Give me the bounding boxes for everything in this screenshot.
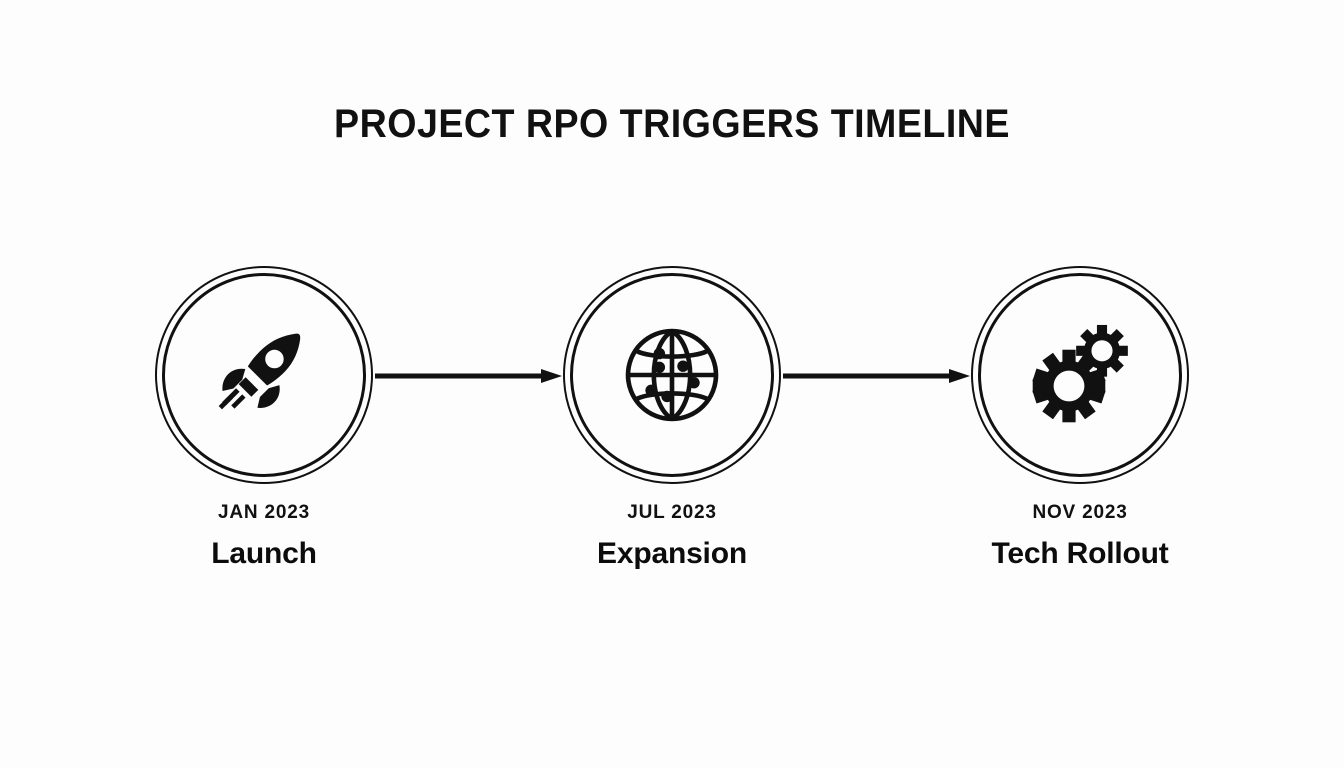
- rocket-icon: [209, 320, 319, 430]
- node-ring-outer: [563, 266, 781, 484]
- milestone-label-tech-rollout: NOV 2023 Tech Rollout: [880, 502, 1280, 570]
- milestone-date: JAN 2023: [218, 502, 310, 523]
- node-ring-outer: [155, 266, 373, 484]
- node-ring-inner: [570, 273, 774, 477]
- milestone-name: Launch: [211, 536, 317, 570]
- milestone-node-expansion[interactable]: [563, 266, 781, 484]
- connector-arrow-launch-to-expansion: [375, 369, 562, 383]
- node-ring-outer: [971, 266, 1189, 484]
- milestone-name: Expansion: [597, 536, 747, 570]
- page-title: PROJECT RPO TRIGGERS TIMELINE: [334, 102, 1010, 146]
- node-ring-inner: [978, 273, 1182, 477]
- milestone-date: NOV 2023: [1032, 502, 1128, 523]
- globe-network-icon: [617, 320, 727, 430]
- milestone-label-expansion: JUL 2023 Expansion: [472, 502, 872, 570]
- milestone-node-tech-rollout[interactable]: [971, 266, 1189, 484]
- milestone-node-launch[interactable]: [155, 266, 373, 484]
- milestone-name: Tech Rollout: [991, 536, 1169, 570]
- milestone-date: JUL 2023: [627, 502, 717, 523]
- gears-icon: [1025, 320, 1135, 430]
- connector-arrow-expansion-to-tech-rollout: [783, 369, 970, 383]
- milestone-label-launch: JAN 2023 Launch: [64, 502, 464, 570]
- node-ring-inner: [162, 273, 366, 477]
